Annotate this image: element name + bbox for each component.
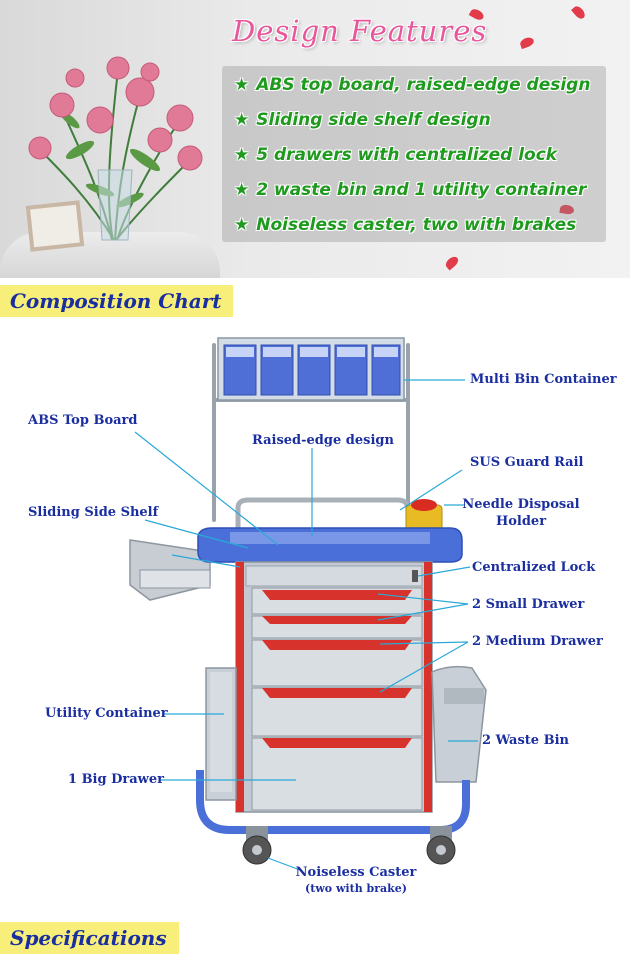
petal-decoration: [443, 254, 461, 271]
feature-item: ★ 2 waste bin and 1 utility container: [234, 175, 586, 205]
label-abs-top-board: ABS Top Board: [28, 413, 138, 428]
feature-text: ABS top board, raised-edge design: [256, 75, 591, 95]
petal-decoration: [518, 35, 536, 50]
label-multi-bin: Multi Bin Container: [470, 372, 617, 387]
feature-item: ★ Noiseless caster, two with brakes: [234, 210, 576, 240]
label-needle-holder-1: Needle Disposal: [462, 497, 580, 512]
label-caster-brake: (two with brake): [305, 882, 407, 895]
label-medium-drawer: 2 Medium Drawer: [472, 634, 603, 649]
composition-chart-heading: Composition Chart: [0, 285, 234, 317]
star-icon: ★: [234, 145, 250, 165]
star-icon: ★: [234, 75, 250, 95]
feature-text: Sliding side shelf design: [256, 110, 491, 130]
petal-decoration: [571, 4, 587, 21]
label-noiseless-caster: Noiseless Caster: [295, 865, 417, 880]
composition-diagram: Multi Bin Container ABS Top Board Raised…: [0, 320, 630, 920]
label-utility-container: Utility Container: [45, 706, 168, 721]
label-needle-holder-2: Holder: [495, 514, 547, 529]
feature-text: 2 waste bin and 1 utility container: [256, 180, 587, 200]
label-waste-bin: 2 Waste Bin: [482, 733, 569, 748]
design-features-title: Design Features: [232, 14, 488, 48]
label-centralized-lock: Centralized Lock: [472, 560, 596, 575]
label-big-drawer: 1 Big Drawer: [68, 772, 164, 787]
feature-text: Noiseless caster, two with brakes: [256, 215, 577, 235]
features-panel: [222, 66, 606, 242]
feature-item: ★ 5 drawers with centralized lock: [234, 140, 557, 170]
cart-illustration: [129, 337, 487, 871]
feature-item: ★ Sliding side shelf design: [234, 105, 491, 135]
feature-item: ★ ABS top board, raised-edge design: [234, 70, 590, 100]
star-icon: ★: [234, 215, 250, 235]
star-icon: ★: [234, 110, 250, 130]
label-sliding-side-shelf: Sliding Side Shelf: [28, 505, 159, 520]
label-raised-edge: Raised-edge design: [252, 433, 394, 448]
design-features-banner: Design Features ★ ABS top board, raised-…: [0, 0, 630, 278]
star-icon: ★: [234, 180, 250, 200]
feature-text: 5 drawers with centralized lock: [256, 145, 558, 165]
specifications-heading: Specifications: [0, 922, 179, 954]
label-small-drawer: 2 Small Drawer: [472, 597, 585, 612]
label-sus-guard-rail: SUS Guard Rail: [470, 455, 584, 470]
flower-vase-image: [25, 56, 203, 252]
